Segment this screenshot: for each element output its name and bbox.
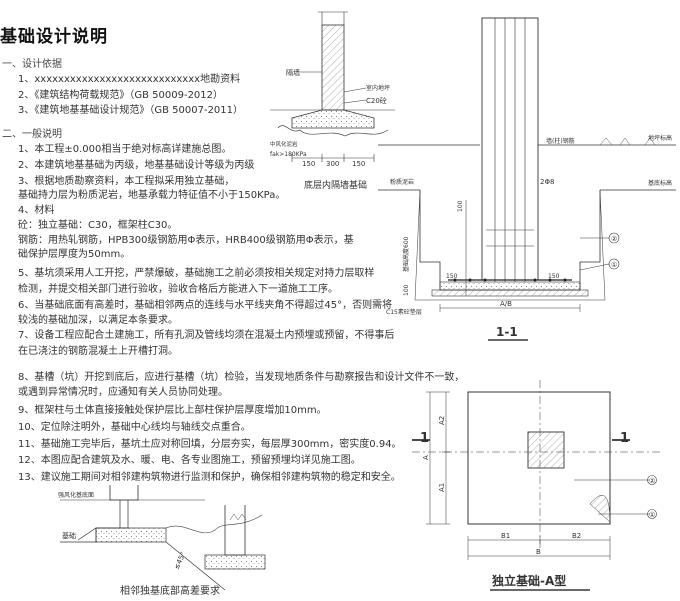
plan-caption: 独立基础-A型 xyxy=(491,573,566,588)
section2-item: 12、本图应配合建筑及水、暖、电、各专业图施工，预留预埋均详见施工图。 xyxy=(18,455,361,466)
dim-150: 150 xyxy=(548,273,560,280)
bearing-label: fak>180KPa xyxy=(270,151,307,158)
cushion-layer xyxy=(431,289,589,297)
step-angle-label: ≤45° xyxy=(173,551,188,571)
section2-item: 10、定位除注明外，基础中心线均与轴线交点重合。 xyxy=(18,422,251,433)
wall-footing xyxy=(291,109,375,129)
fill-label: 中风化泥岩 xyxy=(270,140,298,148)
dim-b: B xyxy=(536,548,541,556)
page-title: 基础设计说明 xyxy=(0,27,108,47)
section-mark-right: 1 xyxy=(620,431,629,446)
floor-label: 室内地坪 xyxy=(366,84,390,92)
section2-item: 较浅的基础加深，以满足本条要求。 xyxy=(18,315,178,326)
section2-item: 3、根据地质勘察资料，本工程拟采用独立基础， xyxy=(18,176,235,187)
dim-100: 100 xyxy=(457,200,464,212)
section2-item: 或遇到异常情况时，应通知有关人员协同处理。 xyxy=(18,387,228,398)
rebar-label: 2Φ8 xyxy=(540,178,554,186)
wall-foundation-detail: 隔墙 室内地坪 C20砼 中风化泥岩 fak>180KPa 150 300 15… xyxy=(270,11,395,191)
section2-item: 基础持力层为粉质泥岩，地基承载力特征值不小于150KPa。 xyxy=(18,190,286,201)
marker-1: ① xyxy=(611,261,617,269)
step-base-label: 基础 xyxy=(62,531,76,540)
section2-item: 1、本工程±0.000相当于绝对标高详建施总图。 xyxy=(18,144,232,155)
dim-a: A xyxy=(422,455,430,460)
base-height-label: 基础高度600 xyxy=(402,236,410,272)
step-top-label: 强风化基底面 xyxy=(58,491,94,499)
ab-label: A/B xyxy=(500,300,512,308)
wall-dim: 150 xyxy=(352,160,365,168)
step-detail: 强风化基底面 基础 ≤45° 相邻独基底部高差要求 xyxy=(58,485,266,597)
ground-label: 地坪标高 xyxy=(648,134,672,142)
footing-outline xyxy=(467,391,611,525)
section2-item: 6、当基础底面有高差时，基础相邻两点的连线与水平线夹角不得超过45°，否则需将 xyxy=(18,300,393,311)
column-body xyxy=(481,17,539,281)
section1-heading: 一、设计依据 xyxy=(2,59,62,70)
section2-item: 钢筋：用热轧钢筋，HPB300级钢筋用Φ表示，HRB400级钢筋用Φ表示，基 xyxy=(18,235,354,246)
plan-marker-2: ② xyxy=(649,477,655,485)
section1-item: 1、xxxxxxxxxxxxxxxxxxxxxxxxxxxx地勘资料 xyxy=(18,74,241,85)
marker-2: ② xyxy=(611,235,617,243)
section2-item: 在已浇注的钢筋混凝土上开槽打洞。 xyxy=(18,346,178,357)
section-mark-left: 1 xyxy=(420,431,429,446)
wall-body xyxy=(321,24,345,111)
wall-dim: 150 xyxy=(302,160,315,168)
section2-heading: 二、一般说明 xyxy=(2,129,62,140)
dim-100: 100 xyxy=(403,284,410,296)
section2-item: 9、框架柱与土体直接接触处保护层比上部柱保护层厚度增加10mm。 xyxy=(18,405,327,416)
dim-b1: B1 xyxy=(501,532,510,540)
dim-a2: A2 xyxy=(438,416,446,425)
section1-item: 2、《建筑结构荷载规范》（GB 50009-2012） xyxy=(18,90,224,101)
concrete-label: C20砼 xyxy=(366,96,387,105)
wall-caption: 底层内隔墙基础 xyxy=(304,179,367,191)
step-caption: 相邻独基底部高差要求 xyxy=(120,584,220,597)
section2-item: 5、基坑须采用人工开挖，严禁爆破，基础施工之前必须按相关规定对持力层取样 xyxy=(18,268,375,279)
base-slab xyxy=(439,281,581,291)
wall-label: 隔墙 xyxy=(286,68,300,77)
section2-item: 13、建议施工期间对相邻建构筑物进行监测和保护，确保相邻建构筑物的稳定和安全。 xyxy=(18,472,401,483)
dim-150: 150 xyxy=(446,273,458,280)
column-section xyxy=(527,431,565,469)
section2-item: 8、基槽（坑）开挖到底后，应进行基槽（坑）检验，当发现地质条件与勘察报告和设计文… xyxy=(18,372,465,383)
section-caption: 1-1 xyxy=(496,325,518,339)
section2-item: 7、设备工程应配合土建施工，所有孔洞及管线均须在混凝土内预埋或预留，不得事后 xyxy=(18,330,395,341)
section2-item: 2、本建筑地基基础为丙级，地基基础设计等级为丙级 xyxy=(18,160,255,171)
column-rebar-label: 墙(柱)钢筋 xyxy=(546,137,575,145)
wall-dim: 300 xyxy=(326,160,339,168)
section2-item: 砼：独立基础：C30，框架柱C30。 xyxy=(18,220,178,231)
soil-label: 粉质泥岩 xyxy=(390,178,414,186)
cushion-label: C15素砼垫层 xyxy=(386,308,422,316)
section1-item: 3、《建筑地基基础设计规范》（GB 50007-2011） xyxy=(18,105,244,116)
section2-item: 础保护层厚度为50mm。 xyxy=(18,249,131,260)
dim-a1: A1 xyxy=(438,483,446,492)
plan-marker-1: ① xyxy=(649,511,655,519)
plan-view-a: 1 1 B1 B2 B A2 A1 A ② ① 独立基础-A型 xyxy=(412,380,660,591)
section2-item: 检测，并提交相关部门进行验收，验收合格后方能进入下一道施工工序。 xyxy=(18,284,338,295)
section2-item: 11、基础施工完毕后，基坑土应对称回填，分层夯实，每层厚300mm，密实度0.9… xyxy=(18,439,402,450)
section-1-1-detail: 墙(柱)钢筋 地坪标高 基底标高 粉质泥岩 2Φ8 100 基础高度600 15… xyxy=(378,17,676,341)
dim-b2: B2 xyxy=(572,532,581,540)
section2-item: 4、材料 xyxy=(18,205,55,216)
pit-label: 基底标高 xyxy=(648,179,672,187)
